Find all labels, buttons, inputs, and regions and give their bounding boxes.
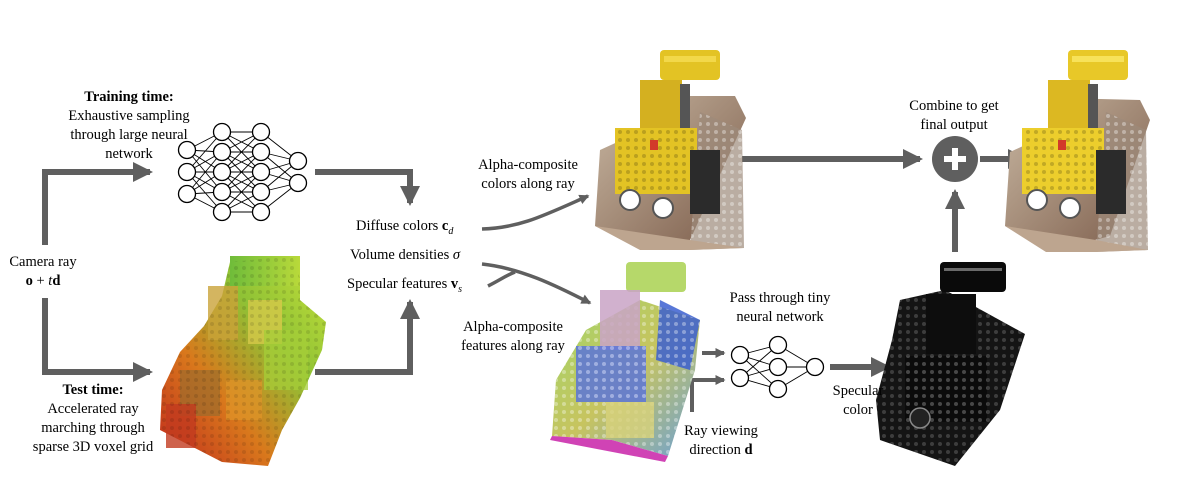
flow-arrows [42,149,1028,382]
camera-ray-text: Camera ray [9,254,77,270]
training-line-3: network [105,146,153,162]
specular-render [876,262,1025,466]
arrow-diffuse-to-render [481,194,590,231]
arrow-camera-to-training [42,162,153,245]
specular-color-line-2: color [843,402,873,418]
diffuse-colors-label: Diffuse colors cd [356,217,453,241]
ray-viewing-label: Ray viewing direction d [666,422,776,460]
ray-viewing-symbol: d [744,442,753,458]
tiny-network [730,335,825,399]
tiny-network-line-1: Pass through tiny [729,290,831,306]
voxel-grid-render [160,256,326,466]
arrow-specular-curve [487,270,516,288]
volume-densities-text: Volume densities [350,247,453,263]
specular-color-label: Specular color [818,382,898,420]
training-line-2: through large neural [70,127,188,143]
composite-features-line-1: Alpha-composite [463,319,563,335]
composite-colors-label: Alpha-composite colors along ray [468,156,588,194]
large-network-nodes [177,122,308,222]
combine-node [932,136,978,182]
arrow-viewdir-to-tinynet [690,375,726,412]
training-line-1: Exhaustive sampling [68,108,190,124]
features-render [550,262,700,462]
specular-features-text: Specular features [347,276,451,292]
ray-viewing-line-1: Ray viewing [684,423,758,439]
composite-features-line-2: features along ray [461,338,565,354]
arrow-camera-to-test [42,298,153,382]
test-time-label: Test time: Accelerated ray marching thro… [8,381,178,457]
specular-features-subscript: s [458,283,463,295]
composite-colors-line-1: Alpha-composite [478,157,578,173]
diffuse-colors-symbol: c [441,218,449,234]
curved-arrows [481,194,592,305]
composite-colors-line-2: colors along ray [481,176,575,192]
tiny-network-line-2: neural network [736,309,824,325]
training-time-label: Training time: Exhaustive sampling throu… [44,88,214,164]
large-network [177,122,308,222]
tiny-network-label: Pass through tiny neural network [710,289,850,327]
diffuse-render [595,50,746,250]
combine-line-2: final output [920,117,988,133]
specular-features-symbol: v [450,276,459,292]
test-line-1: Accelerated ray [47,401,139,417]
test-line-3: sparse 3D voxel grid [32,439,154,455]
volume-densities-label: Volume densities σ [350,246,460,265]
camera-ray-origin: o [25,273,33,289]
camera-ray-label: Camera ray o + td [0,253,86,291]
composite-features-label: Alpha-composite features along ray [448,318,578,356]
combine-label: Combine to get final output [884,97,1024,135]
diffuse-colors-text: Diffuse colors [356,218,442,234]
camera-ray-plus: + [32,273,49,289]
specular-color-line-1: Specular [832,383,884,399]
specular-features-label: Specular features vs [347,275,462,299]
arrow-training-to-outputs [315,169,420,206]
arrow-test-to-outputs [315,299,420,375]
ray-viewing-line-2: direction [689,442,745,458]
training-time-title: Training time: [84,89,174,105]
small-arrows [690,348,726,412]
test-line-2: marching through [41,420,145,436]
volume-densities-symbol: σ [452,247,460,263]
camera-ray-t: t [48,273,53,289]
final-render [1005,50,1150,252]
test-time-title: Test time: [62,382,124,398]
diffuse-colors-subscript: d [448,225,454,237]
arrow-specular-to-features [481,262,592,305]
combine-line-1: Combine to get [909,98,999,114]
camera-ray-direction: d [52,273,61,289]
